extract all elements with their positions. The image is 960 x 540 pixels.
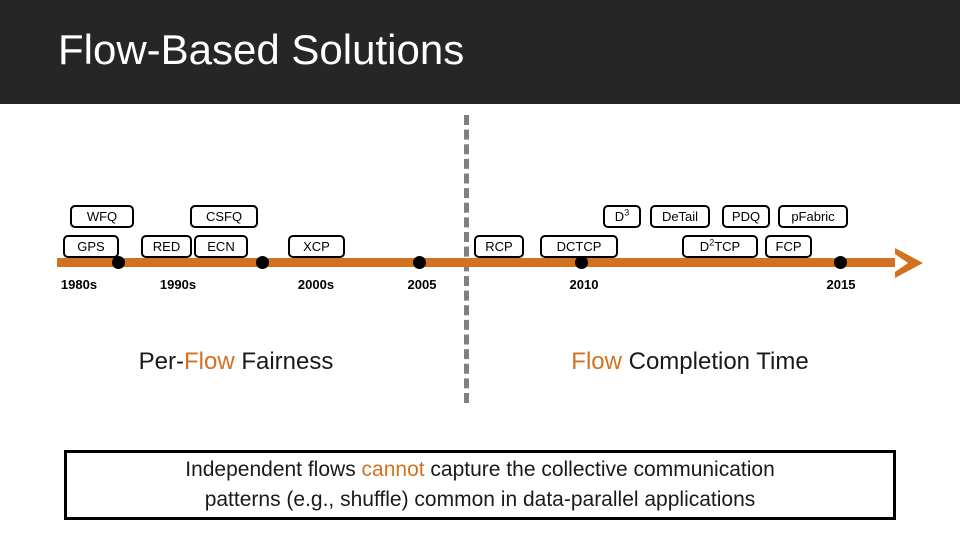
timeline-dot-2: [413, 256, 426, 269]
timeline-dot-3: [575, 256, 588, 269]
timeline-dot-4: [834, 256, 847, 269]
protocol-box-pfabric[interactable]: pFabric: [778, 205, 848, 228]
protocol-box-red[interactable]: RED: [141, 235, 192, 258]
timeline-year-2000s: 2000s: [297, 277, 335, 292]
callout-line2: patterns (e.g., shuffle) common in data-…: [204, 488, 756, 511]
timeline-year-2010: 2010: [569, 277, 599, 292]
callout-line1-post: capture the collective communication: [424, 458, 775, 481]
callout-box: Independent flows cannot capture the col…: [64, 450, 896, 520]
protocol-box-pdq[interactable]: PDQ: [722, 205, 770, 228]
slide-header-bar: Flow-Based Solutions: [0, 0, 960, 104]
protocol-box-detail[interactable]: DeTail: [650, 205, 710, 228]
timeline-year-1980s: 1980s: [60, 277, 98, 292]
page-title: Flow-Based Solutions: [58, 26, 465, 73]
caption-highlight: Flow: [183, 348, 235, 375]
caption-highlight: Flow: [571, 348, 622, 375]
protocol-box-wfq[interactable]: WFQ: [70, 205, 134, 228]
caption-per-flow-fairness: Per-Flow Fairness: [139, 348, 334, 376]
protocol-box-gps[interactable]: GPS: [63, 235, 119, 258]
caption-flow-completion-time: Flow Completion Time: [571, 348, 808, 376]
protocol-box-xcp[interactable]: XCP: [288, 235, 345, 258]
timeline-year-1990s: 1990s: [159, 277, 197, 292]
timeline-year-2015: 2015: [826, 277, 856, 292]
protocol-box-csfq[interactable]: CSFQ: [190, 205, 258, 228]
caption-prefix: Per-: [138, 348, 184, 375]
protocol-box-ecn[interactable]: ECN: [194, 235, 248, 258]
timeline-axis: [57, 258, 902, 267]
protocol-box-dctcp[interactable]: DCTCP: [540, 235, 618, 258]
protocol-box-fcp[interactable]: FCP: [765, 235, 812, 258]
protocol-box-rcp[interactable]: RCP: [474, 235, 524, 258]
callout-line1-pre: Independent flows: [185, 458, 362, 481]
timeline-arrow-notch-icon: [895, 254, 908, 272]
protocol-box-d3[interactable]: D3: [603, 205, 641, 228]
timeline-year-2005: 2005: [407, 277, 437, 292]
timeline-dot-0: [112, 256, 125, 269]
callout-text: Independent flows cannot capture the col…: [171, 455, 789, 515]
caption-suffix: Completion Time: [621, 348, 809, 375]
caption-suffix: Fairness: [234, 348, 334, 375]
callout-highlight: cannot: [361, 458, 425, 481]
timeline-dot-1: [256, 256, 269, 269]
protocol-box-d2tcp[interactable]: D2TCP: [682, 235, 758, 258]
